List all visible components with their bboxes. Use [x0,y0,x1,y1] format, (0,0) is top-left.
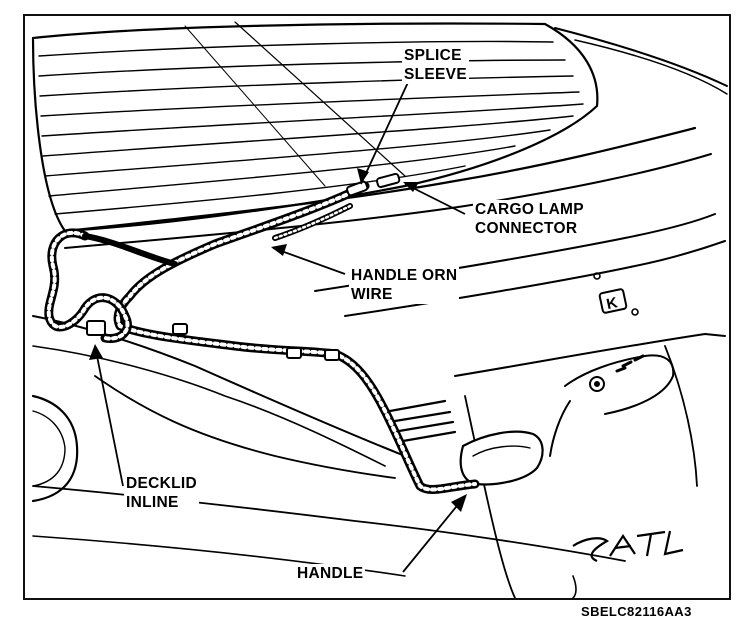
vent-slats [388,399,457,443]
splice-leader [360,77,411,185]
license-plate-recess [454,333,726,377]
splice-sleeve-label-line1: SPLICE [404,47,462,64]
figure-code: SBELC82116AA3 [581,604,692,619]
cargo-lamp-connector-label-line1: CARGO LAMP [475,201,584,218]
cargo-lamp-connector-label-line2: CONNECTOR [475,220,578,237]
harness-connectors [86,172,401,361]
brand-badge-letter: K [605,294,619,313]
handle-label: HANDLE [295,564,366,583]
body-panel-right [554,27,728,87]
splice-sleeve-shape [346,180,369,197]
handle-orn-wire-label-line1: HANDLE ORN [351,267,458,284]
decklid-lower-contour [32,315,406,457]
handle-leader [402,495,466,573]
splice-sleeve-label: SPLICE SLEEVE [402,46,469,84]
splice-sleeve-label-line2: SLEEVE [404,66,467,83]
handle-orn-leader [272,247,346,275]
cargo-lamp-connector-shape [376,172,401,189]
decklid-inline-label: DECKLID INLINE [124,474,199,512]
handle-orn-wire-label: HANDLE ORN WIRE [349,266,460,304]
left-quarter-panel [31,394,79,503]
latch-mechanism [564,354,675,415]
leader-arrows [94,77,466,573]
satl-emblem [572,530,684,563]
rear-window-outline [31,22,599,233]
glass-reflection [234,21,406,177]
cargo-lamp-connector-label: CARGO LAMP CONNECTOR [473,200,586,238]
wiring-harness [44,181,480,494]
brand-badge [598,288,628,314]
diagram-frame: K SPLICE SLEEVE CARGO LAMP CONNECTOR HAN… [23,14,731,600]
handle-label-text: HANDLE [297,565,364,582]
handle-housing [459,430,544,486]
handle-orn-wire-label-line2: WIRE [351,286,393,303]
rear-window-defroster-grid [38,40,584,215]
cargo-leader [404,183,466,215]
decklid-inline-label-line2: INLINE [126,494,179,511]
decklid-upper-edge [63,126,697,233]
decklid-inline-label-line1: DECKLID [126,475,197,492]
decklid-inline-connector-shape [86,320,106,336]
decklid-leader-vertical [94,345,124,487]
arrowheads [89,168,467,512]
